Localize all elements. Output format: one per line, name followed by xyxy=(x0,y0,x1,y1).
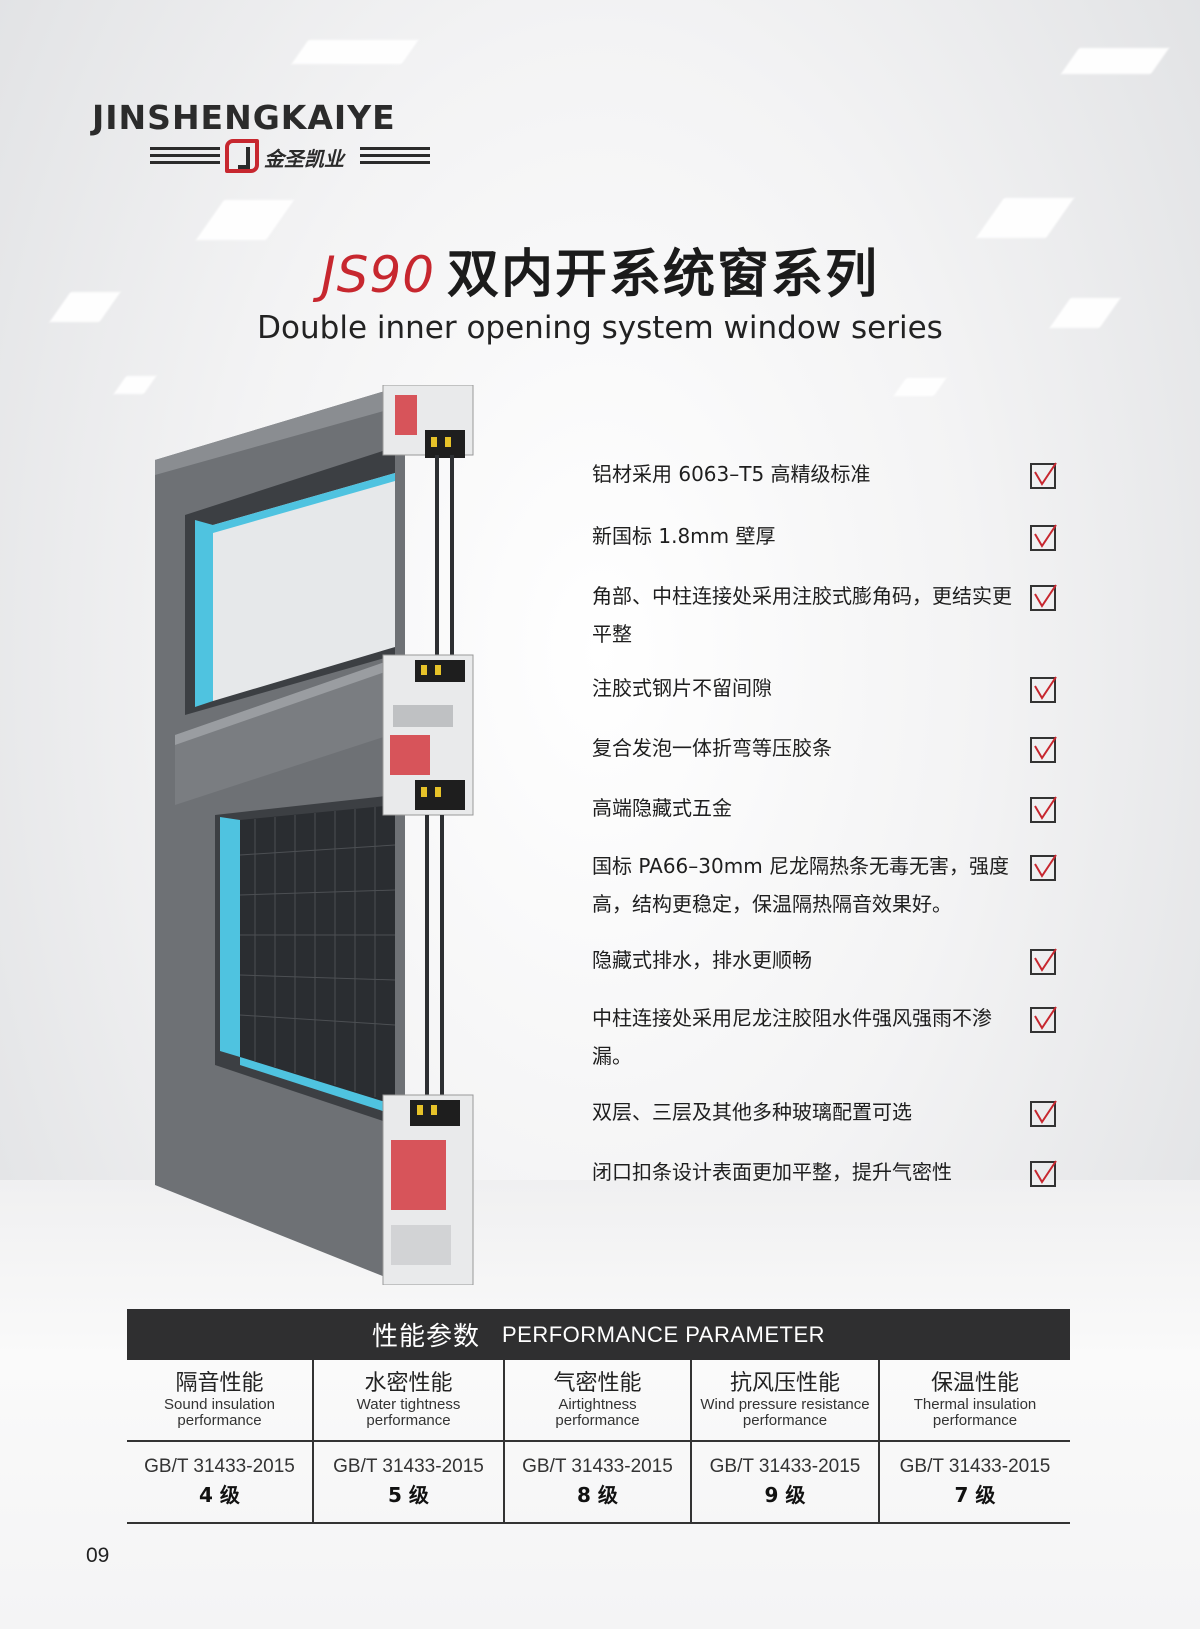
checkbox-checked-icon xyxy=(1030,524,1057,551)
label-cn: 水密性能 xyxy=(364,1371,453,1396)
brand-mark-icon xyxy=(225,139,259,173)
feature-item: 铝材采用 6063–T5 高精级标准 xyxy=(592,455,1062,517)
feature-item: 国标 PA66–30mm 尼龙隔热条无毒无害，强度高，结构更稳定，保温隔热隔音效… xyxy=(592,847,1062,941)
label-en: Airtightness xyxy=(558,1396,637,1413)
ceiling-light xyxy=(291,40,419,64)
label-en: performance xyxy=(932,1412,1018,1429)
label-cn: 保温性能 xyxy=(930,1371,1019,1396)
feature-item: 复合发泡一体折弯等压胶条 xyxy=(592,729,1062,789)
grade-value: 9 级 xyxy=(764,1483,806,1507)
brand-name-cn: 金圣凯业 xyxy=(264,147,344,171)
feature-text: 铝材采用 6063–T5 高精级标准 xyxy=(592,462,871,486)
performance-label-cell: 水密性能 Water tightness performance xyxy=(314,1360,505,1440)
feature-item: 高端隐藏式五金 xyxy=(592,789,1062,847)
feature-text: 新国标 1.8mm 壁厚 xyxy=(592,524,776,548)
title-code: JS90 xyxy=(320,246,436,304)
checkbox-checked-icon xyxy=(1030,948,1057,975)
grade-value: 7 级 xyxy=(954,1483,996,1507)
feature-text: 高端隐藏式五金 xyxy=(592,796,732,820)
ceiling-light xyxy=(113,376,157,394)
feature-list: 铝材采用 6063–T5 高精级标准 新国标 1.8mm 壁厚 角部、中柱连接处… xyxy=(592,455,1062,1193)
floor-background xyxy=(0,1180,1200,1629)
performance-title-cn: 性能参数 xyxy=(371,1322,480,1352)
brand-sub: 金圣凯业 xyxy=(92,139,484,179)
checkbox-checked-icon xyxy=(1030,854,1057,881)
feature-text: 复合发泡一体折弯等压胶条 xyxy=(592,736,832,760)
checkbox-checked-icon xyxy=(1030,736,1057,763)
checkbox-checked-icon xyxy=(1030,676,1057,703)
checkbox-checked-icon xyxy=(1030,796,1057,823)
feature-item: 中柱连接处采用尼龙注胶阻水件强风强雨不渗漏。 xyxy=(592,999,1062,1093)
feature-text: 闭口扣条设计表面更加平整，提升气密性 xyxy=(592,1160,952,1184)
window-profile-illustration xyxy=(155,385,474,1285)
label-cn: 抗风压性能 xyxy=(729,1371,840,1396)
feature-text: 角部、中柱连接处采用注胶式膨角码，更结实更平整 xyxy=(592,584,1012,646)
checkbox-checked-icon xyxy=(1030,584,1057,611)
standard-code: GB/T 31433-2015 xyxy=(899,1456,1051,1477)
grade-value: 8 级 xyxy=(577,1483,618,1507)
label-en: Thermal insulation xyxy=(913,1396,1037,1413)
label-en: Sound insulation xyxy=(164,1396,275,1413)
feature-item: 闭口扣条设计表面更加平整，提升气密性 xyxy=(592,1153,1062,1193)
performance-value-cell: GB/T 31433-2015 9 级 xyxy=(692,1442,880,1522)
standard-code: GB/T 31433-2015 xyxy=(144,1456,295,1477)
feature-text: 中柱连接处采用尼龙注胶阻水件强风强雨不渗漏。 xyxy=(592,1006,992,1068)
checkbox-checked-icon xyxy=(1030,462,1057,489)
page-subtitle: Double inner opening system window serie… xyxy=(257,310,943,346)
feature-item: 隐藏式排水，排水更顺畅 xyxy=(592,941,1062,999)
label-en: Water tightness xyxy=(356,1396,461,1413)
performance-title-en: PERFORMANCE PARAMETER xyxy=(502,1321,826,1347)
ceiling-light xyxy=(1060,48,1170,74)
label-en: performance xyxy=(555,1412,640,1429)
performance-value-cell: GB/T 31433-2015 7 级 xyxy=(880,1442,1070,1522)
performance-label-cell: 隔音性能 Sound insulation performance xyxy=(127,1360,314,1440)
performance-header: 性能参数 PERFORMANCE PARAMETER xyxy=(127,1309,1070,1360)
performance-value-cell: GB/T 31433-2015 4 级 xyxy=(127,1442,314,1522)
performance-value-cell: GB/T 31433-2015 5 级 xyxy=(314,1442,505,1522)
checkbox-checked-icon xyxy=(1030,1006,1057,1033)
label-cn: 气密性能 xyxy=(553,1371,642,1396)
standard-code: GB/T 31433-2015 xyxy=(333,1456,484,1477)
label-en: Wind pressure resistance xyxy=(700,1396,870,1413)
standard-code: GB/T 31433-2015 xyxy=(709,1456,861,1477)
label-cn: 隔音性能 xyxy=(175,1371,264,1396)
logo-lines-right xyxy=(360,147,430,168)
performance-label-cell: 保温性能 Thermal insulation performance xyxy=(880,1360,1070,1440)
title-cn: 双内开系统窗系列 xyxy=(447,245,880,305)
standard-code: GB/T 31433-2015 xyxy=(522,1456,673,1477)
feature-text: 注胶式钢片不留间隙 xyxy=(592,676,772,700)
performance-value-row: GB/T 31433-2015 4 级 GB/T 31433-2015 5 级 … xyxy=(127,1442,1070,1524)
performance-label-cell: 抗风压性能 Wind pressure resistance performan… xyxy=(692,1360,880,1440)
feature-item: 新国标 1.8mm 壁厚 xyxy=(592,517,1062,577)
feature-text: 双层、三层及其他多种玻璃配置可选 xyxy=(592,1100,912,1124)
checkbox-checked-icon xyxy=(1030,1100,1057,1127)
feature-item: 注胶式钢片不留间隙 xyxy=(592,669,1062,729)
performance-label-cell: 气密性能 Airtightness performance xyxy=(505,1360,692,1440)
grade-value: 5 级 xyxy=(388,1483,429,1507)
logo-lines-left xyxy=(150,147,220,168)
performance-label-row: 隔音性能 Sound insulation performance 水密性能 W… xyxy=(127,1360,1070,1442)
label-en: performance xyxy=(177,1412,262,1429)
checkbox-checked-icon xyxy=(1030,1160,1057,1187)
brand-logo: JINSHENGKAIYE 金圣凯业 xyxy=(92,98,484,179)
feature-text: 国标 PA66–30mm 尼龙隔热条无毒无害，强度高，结构更稳定，保温隔热隔音效… xyxy=(592,854,1010,916)
grade-value: 4 级 xyxy=(199,1483,240,1507)
brand-name: JINSHENGKAIYE xyxy=(92,98,396,137)
page-number: 09 xyxy=(86,1544,110,1567)
performance-table: 性能参数 PERFORMANCE PARAMETER 隔音性能 Sound in… xyxy=(127,1309,1070,1524)
feature-item: 角部、中柱连接处采用注胶式膨角码，更结实更平整 xyxy=(592,577,1062,669)
label-en: performance xyxy=(366,1412,451,1429)
feature-text: 隐藏式排水，排水更顺畅 xyxy=(592,948,812,972)
ceiling-light xyxy=(893,378,947,396)
label-en: performance xyxy=(742,1412,828,1429)
performance-value-cell: GB/T 31433-2015 8 级 xyxy=(505,1442,692,1522)
feature-item: 双层、三层及其他多种玻璃配置可选 xyxy=(592,1093,1062,1153)
